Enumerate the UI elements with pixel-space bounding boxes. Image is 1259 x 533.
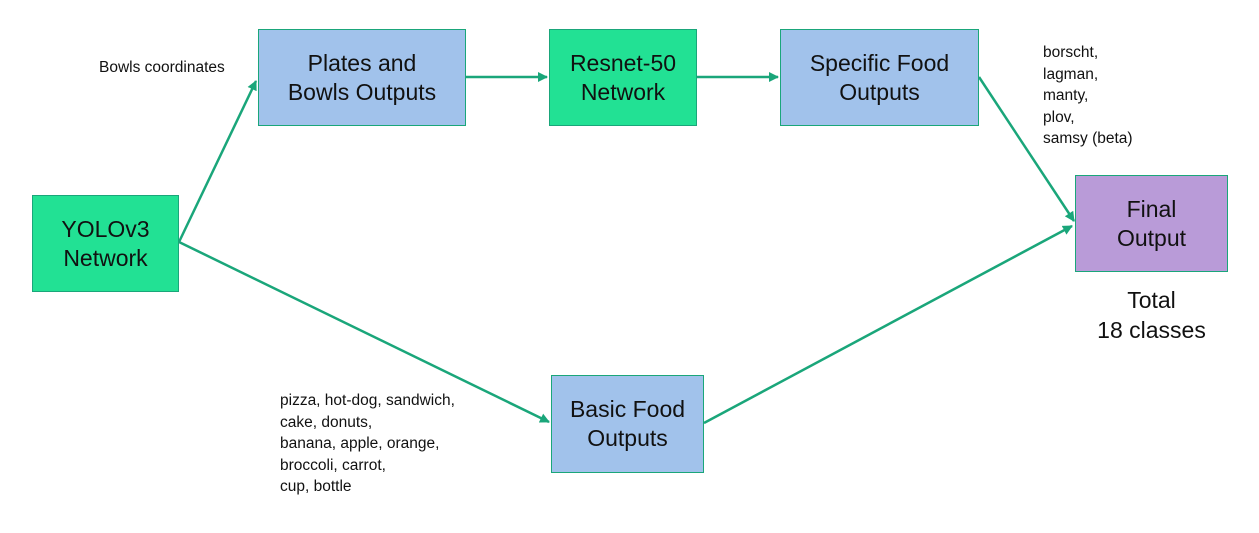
final-output-label: Final Output [1116, 195, 1187, 251]
edge-specific-food-to-final [977, 76, 1076, 222]
specific-class-item: lagman, [1043, 65, 1099, 83]
bowls-coordinates-annotation: Bowls coordinates [99, 57, 225, 79]
total-label-text: Total [1127, 287, 1176, 313]
basic-food-outputs-node: Basic Food Outputs [551, 375, 704, 473]
total-classes-count: 18 classes [1097, 317, 1206, 343]
basic-class-line: banana, apple, orange, [280, 435, 440, 452]
resnet-network-label: Resnet-50 Network [569, 49, 677, 105]
edge-yolo-to-plates-bowls [177, 80, 258, 243]
plates-bowls-outputs-label: Plates and Bowls Outputs [287, 49, 437, 105]
specific-food-outputs-node: Specific Food Outputs [780, 29, 979, 126]
specific-food-outputs-label: Specific Food Outputs [809, 49, 950, 105]
final-output-node: Final Output [1075, 175, 1228, 272]
plates-bowls-outputs-node: Plates and Bowls Outputs [258, 29, 466, 126]
bowls-coordinates-text: Bowls coordinates [99, 59, 225, 76]
edge-basic-food-to-final [703, 224, 1073, 425]
basic-class-line: cake, donuts, [280, 413, 373, 431]
total-classes-label: Total 18 classes [1071, 285, 1232, 345]
specific-class-item: samsy (beta) [1043, 130, 1133, 147]
resnet-network-node: Resnet-50 Network [549, 29, 697, 126]
specific-class-item: borscht, [1043, 44, 1099, 61]
basic-food-outputs-label: Basic Food Outputs [569, 396, 686, 451]
basic-class-line: pizza, hot-dog, sandwich, [280, 392, 455, 409]
basic-class-line: cup, bottle [280, 478, 352, 495]
yolo-network-node: YOLOv3 Network [32, 195, 179, 292]
specific-class-item: plov, [1043, 108, 1075, 126]
specific-classes-annotation: borscht, lagman, manty, plov, samsy (bet… [1043, 42, 1133, 150]
basic-class-line: broccoli, carrot, [280, 456, 386, 474]
basic-classes-annotation: pizza, hot-dog, sandwich, cake, donuts, … [280, 390, 455, 498]
specific-class-item: manty, [1043, 87, 1089, 104]
edge-yolo-to-basic-food [178, 240, 550, 424]
yolo-network-label: YOLOv3 Network [61, 215, 150, 271]
